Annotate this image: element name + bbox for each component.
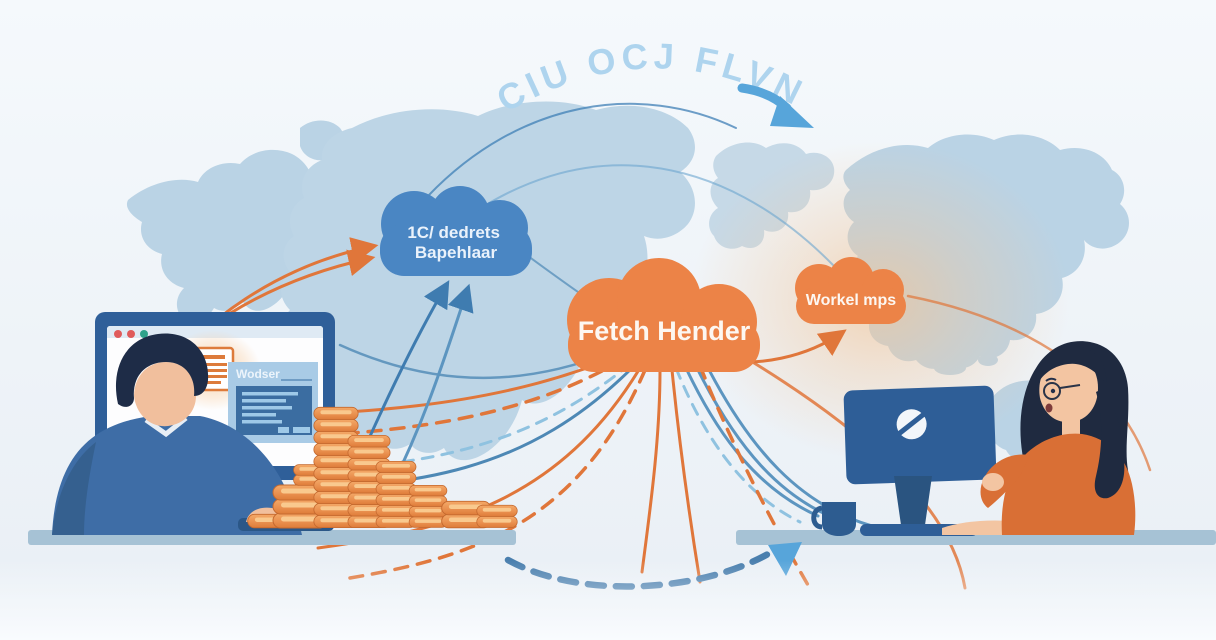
window-control-dot (127, 330, 135, 338)
flow-line (427, 102, 737, 197)
panel-button (278, 427, 289, 433)
window-control-dot (114, 330, 122, 338)
flow-line (670, 368, 702, 584)
wodser-panel: Wodser (228, 362, 318, 443)
bottom-fade (0, 560, 1216, 640)
mug (811, 502, 856, 536)
right-monitor (843, 385, 997, 536)
worker-cloud-shape (795, 257, 906, 324)
blue-cloud-shape (380, 186, 532, 276)
man-collar (144, 416, 188, 438)
blue-cloud-label: 1C/ dedrets Bapehlaar (407, 223, 504, 262)
panel-button (293, 427, 310, 433)
glasses-icon (1043, 382, 1061, 400)
woman-eye (1050, 388, 1056, 394)
woman-hand (982, 473, 1004, 491)
woman-hair-front (1035, 345, 1107, 388)
man-body (52, 416, 302, 535)
bottom-arrowhead (768, 542, 802, 576)
fetch-cloud-shape (567, 258, 760, 372)
fetch-cloud: Fetch Hender (567, 258, 760, 372)
woman-mouth (1045, 403, 1053, 413)
monitor-stand (894, 476, 932, 532)
window-control-dot (140, 330, 148, 338)
title-arrow-icon (737, 83, 814, 128)
woman-hair-side (1094, 388, 1125, 499)
woman-arm-raised (980, 454, 1030, 508)
flow-line (674, 366, 802, 524)
man-hair (115, 333, 209, 407)
worker-cloud: Workel mps (795, 257, 906, 324)
flow-line (451, 164, 835, 267)
woman-figure (942, 341, 1136, 535)
blue-cloud: 1C/ dedrets Bapehlaar (380, 186, 532, 276)
man-face (134, 362, 196, 427)
flow-line (640, 368, 662, 574)
woman-face (1039, 356, 1098, 423)
flow-line (698, 364, 810, 587)
woman-neck (1062, 416, 1080, 436)
worker-cloud-label: Workel mps (806, 292, 897, 309)
map-central-landmass (281, 101, 695, 461)
fetch-cloud-label: Fetch Hender (578, 316, 751, 346)
wodser-panel-title: Wodser (236, 367, 280, 381)
man-body-shade (52, 442, 96, 535)
